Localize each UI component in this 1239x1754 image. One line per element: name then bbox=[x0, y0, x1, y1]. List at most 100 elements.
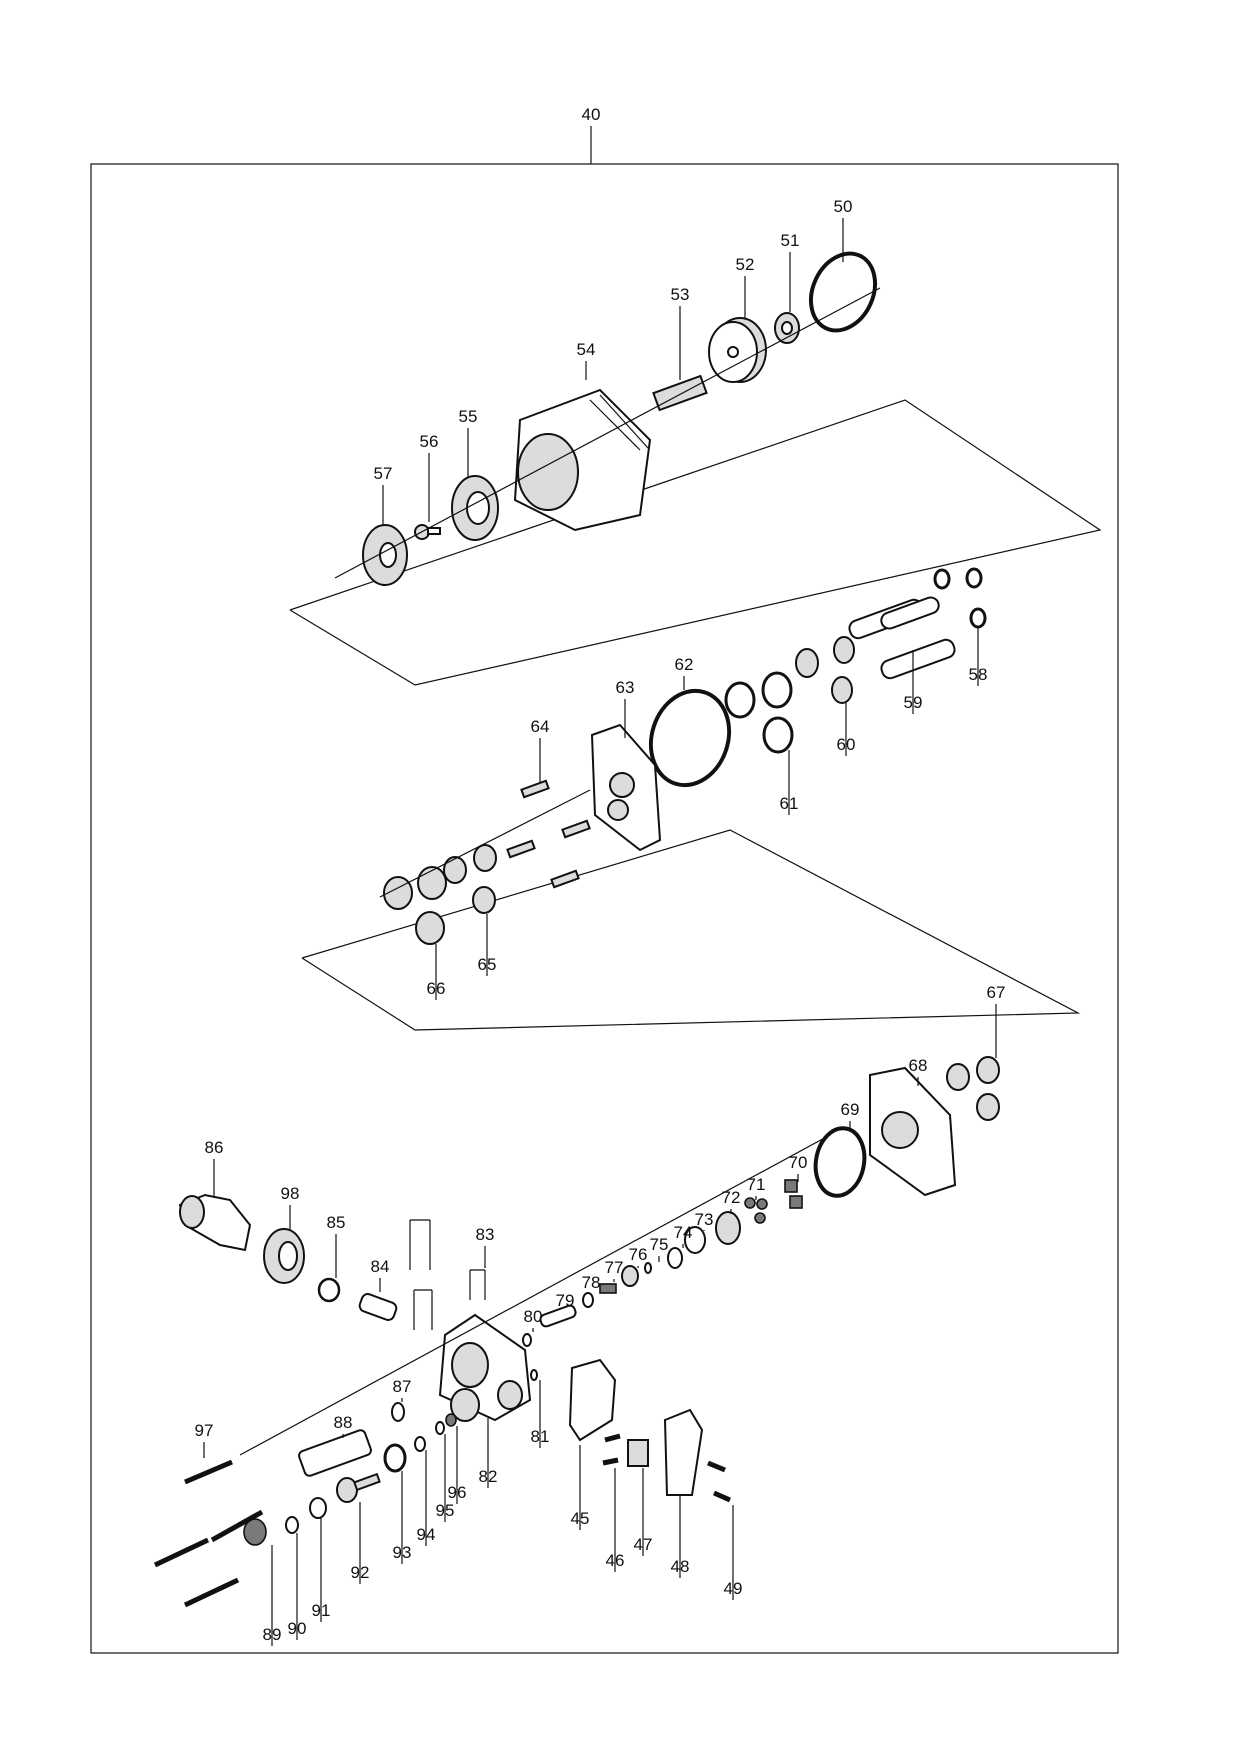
part-64-screws bbox=[506, 779, 591, 889]
part-label-83: 83 bbox=[476, 1225, 495, 1244]
part-label-58: 58 bbox=[969, 665, 988, 684]
axis-top bbox=[334, 287, 881, 579]
part-54-motor-housing bbox=[513, 388, 652, 532]
part-label-97: 97 bbox=[195, 1421, 214, 1440]
part-76-fitting bbox=[621, 1265, 639, 1287]
part-label-84: 84 bbox=[371, 1257, 390, 1276]
part-74-ring bbox=[667, 1247, 683, 1269]
part-label-71: 71 bbox=[747, 1175, 766, 1194]
part-label-72: 72 bbox=[722, 1188, 741, 1207]
part-label-70: 70 bbox=[789, 1153, 808, 1172]
part-67-bearings bbox=[946, 1056, 1000, 1121]
part-label-85: 85 bbox=[327, 1213, 346, 1232]
plane-middle bbox=[301, 829, 1081, 1031]
part-label-78: 78 bbox=[582, 1273, 601, 1292]
part-80-ring bbox=[522, 1333, 532, 1347]
part-79-pin bbox=[539, 1304, 577, 1328]
part-label-59: 59 bbox=[904, 693, 923, 712]
axis-bottom bbox=[239, 1134, 831, 1456]
axis-middle bbox=[379, 789, 591, 898]
assembly-frame bbox=[90, 163, 1119, 1654]
part-49-screws bbox=[707, 1460, 732, 1503]
part-label-81: 81 bbox=[531, 1427, 550, 1446]
part-46-screws bbox=[602, 1433, 621, 1466]
assembly-label: 40 bbox=[582, 105, 601, 124]
part-label-46: 46 bbox=[606, 1551, 625, 1570]
part-81-ring bbox=[530, 1369, 538, 1381]
part-58-circlips bbox=[933, 567, 987, 629]
part-95-ring bbox=[435, 1421, 445, 1435]
part-89-cap bbox=[243, 1518, 267, 1546]
part-label-92: 92 bbox=[351, 1563, 370, 1582]
part-label-47: 47 bbox=[634, 1535, 653, 1554]
part-label-91: 91 bbox=[312, 1601, 331, 1620]
part-label-53: 53 bbox=[671, 285, 690, 304]
part-label-95: 95 bbox=[436, 1501, 455, 1520]
part-91-ring bbox=[309, 1497, 327, 1519]
part-62-oring bbox=[648, 688, 732, 788]
part-label-93: 93 bbox=[393, 1543, 412, 1562]
part-45-plate bbox=[568, 1358, 617, 1442]
part-label-73: 73 bbox=[695, 1210, 714, 1229]
part-label-48: 48 bbox=[671, 1557, 690, 1576]
part-69-oring bbox=[813, 1126, 867, 1198]
part-77-spring bbox=[599, 1283, 617, 1294]
part-label-49: 49 bbox=[724, 1579, 743, 1598]
part-55-cover bbox=[451, 475, 499, 541]
part-63-cylinder-head bbox=[590, 723, 662, 852]
part-label-60: 60 bbox=[837, 735, 856, 754]
part-92-plug bbox=[336, 1472, 381, 1503]
part-label-67: 67 bbox=[987, 983, 1006, 1002]
part-label-54: 54 bbox=[577, 340, 596, 359]
part-label-90: 90 bbox=[288, 1619, 307, 1638]
part-label-50: 50 bbox=[834, 197, 853, 216]
part-88-fitting bbox=[298, 1429, 372, 1477]
part-86-connector bbox=[178, 1193, 252, 1252]
part-75-ring bbox=[644, 1262, 652, 1274]
part-label-96: 96 bbox=[448, 1483, 467, 1502]
part-85-oring bbox=[317, 1277, 341, 1303]
part-52-gear bbox=[708, 317, 767, 383]
part-label-98: 98 bbox=[281, 1184, 300, 1203]
part-label-77: 77 bbox=[605, 1258, 624, 1277]
part-78-ring bbox=[582, 1292, 594, 1308]
part-label-76: 76 bbox=[629, 1245, 648, 1264]
part-label-89: 89 bbox=[263, 1625, 282, 1644]
part-label-64: 64 bbox=[531, 717, 550, 736]
part-label-75: 75 bbox=[650, 1235, 669, 1254]
part-97-bolts bbox=[153, 1459, 264, 1608]
part-51-bearing bbox=[774, 312, 800, 344]
part-label-57: 57 bbox=[374, 464, 393, 483]
part-70-screws bbox=[784, 1179, 803, 1209]
part-label-56: 56 bbox=[420, 432, 439, 451]
part-48-bracket bbox=[663, 1408, 704, 1496]
part-label-45: 45 bbox=[571, 1509, 590, 1528]
part-65-seals bbox=[443, 844, 497, 914]
part-labels: 45 46 47 48 49 50 51 52 53 54 55 56 57 58 59 60 61 62 63 64… bbox=[195, 197, 1006, 1646]
part-66-seals bbox=[383, 866, 447, 945]
part-68-pump-housing bbox=[869, 1066, 957, 1197]
part-61-springs bbox=[724, 671, 794, 754]
part-label-52: 52 bbox=[736, 255, 755, 274]
part-label-61: 61 bbox=[780, 794, 799, 813]
part-label-51: 51 bbox=[781, 231, 800, 250]
part-label-65: 65 bbox=[478, 955, 497, 974]
part-83-clips bbox=[409, 1219, 486, 1330]
part-94-washer bbox=[414, 1436, 426, 1452]
part-label-87: 87 bbox=[393, 1377, 412, 1396]
part-59-pistons bbox=[848, 596, 956, 680]
part-label-62: 62 bbox=[675, 655, 694, 674]
part-label-74: 74 bbox=[674, 1223, 693, 1242]
part-label-63: 63 bbox=[616, 678, 635, 697]
part-label-88: 88 bbox=[334, 1413, 353, 1432]
part-87-ring bbox=[391, 1402, 405, 1422]
part-label-55: 55 bbox=[459, 407, 478, 426]
part-label-86: 86 bbox=[205, 1138, 224, 1157]
part-47-switch bbox=[627, 1439, 649, 1467]
part-label-82: 82 bbox=[479, 1467, 498, 1486]
part-84-plug bbox=[358, 1293, 398, 1321]
part-96-nut bbox=[445, 1413, 457, 1427]
part-73-ring bbox=[684, 1226, 706, 1254]
part-90-ring bbox=[285, 1516, 299, 1534]
